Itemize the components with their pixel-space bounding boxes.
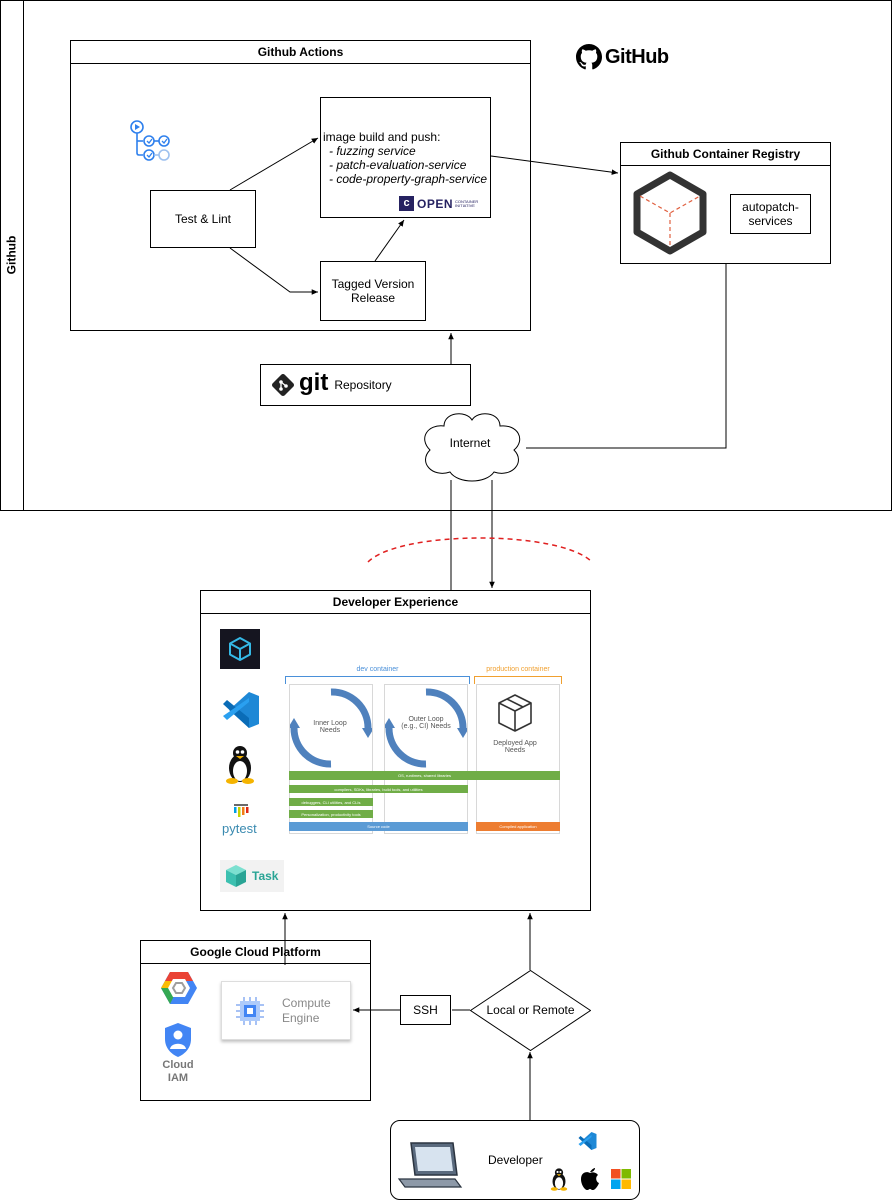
production-container-label: production container xyxy=(486,666,550,673)
deployed-app-label: Deployed App Needs xyxy=(493,740,537,754)
oci-logo-text: OPEN xyxy=(417,196,454,211)
developer-windows-icon xyxy=(611,1169,631,1189)
linux-tux-icon xyxy=(226,746,254,784)
bar-compiled-app-label: Compiled application xyxy=(499,824,537,829)
production-container-bracket xyxy=(474,676,562,684)
task-icon: Task xyxy=(220,860,284,892)
deployed-app-box-icon xyxy=(498,694,532,732)
internet-cloud-shape xyxy=(424,413,521,482)
cloud-iam-label: Cloud IAM xyxy=(162,1059,194,1084)
outer-loop-cycle-icon xyxy=(385,688,467,768)
compute-engine-label: Compute Engine xyxy=(282,996,331,1025)
tagged-release-node[interactable]: Tagged Version Release xyxy=(320,261,426,321)
cloud-iam-shield-icon xyxy=(165,1023,191,1057)
github-swimlane-label-rot: Github xyxy=(3,0,21,511)
image-build-service-1: - fuzzing service xyxy=(329,144,416,158)
dashed-red-arc xyxy=(367,537,593,563)
local-or-remote-diamond[interactable] xyxy=(470,970,591,1051)
developer-experience-group: Developer Experience xyxy=(200,590,591,911)
gcp-title: Google Cloud Platform xyxy=(141,941,370,964)
repository-label: Repository xyxy=(334,378,392,392)
outer-loop-panel xyxy=(384,684,468,834)
ssh-node[interactable]: SSH xyxy=(400,995,451,1025)
git-wordmark: git xyxy=(299,369,329,396)
github-actions-workflow-icon xyxy=(130,120,170,161)
inner-loop-cycle-icon xyxy=(290,688,372,768)
tagged-release-label: Tagged Version Release xyxy=(331,277,415,305)
developer-label: Developer xyxy=(488,1153,543,1167)
local-or-remote-label: Local or Remote xyxy=(486,1003,575,1017)
ssh-label: SSH xyxy=(413,1003,438,1017)
bar-compilers-label: compilers, SDKs, libraries, build tools,… xyxy=(334,786,423,792)
developer-linux-icon xyxy=(550,1168,568,1191)
github-octocat-icon xyxy=(576,44,602,70)
developer-apple-icon xyxy=(581,1168,599,1190)
outer-loop-label: Outer Loop (e.g., CI) Needs xyxy=(401,716,451,730)
github-swimlane-header xyxy=(0,0,24,511)
image-build-service-3: - code-property-graph-service xyxy=(329,172,488,186)
container-registry-title: Github Container Registry xyxy=(621,143,830,166)
bar-source-code-label: Source code xyxy=(367,824,390,829)
deployed-app-panel xyxy=(476,684,560,834)
github-logo-text: GitHub xyxy=(605,45,669,68)
bar-source-code xyxy=(289,822,468,831)
git-diamond-icon xyxy=(272,374,294,396)
inner-loop-label: Inner Loop Needs xyxy=(313,720,347,734)
github-actions-title: Github Actions xyxy=(71,41,530,64)
pytest-bars-icon xyxy=(234,804,249,817)
internet-label: Internet xyxy=(449,436,491,450)
devcontainer-label: dev container xyxy=(356,666,399,673)
bar-compiled-app xyxy=(476,822,560,831)
image-build-service-2: - patch-evaluation-service xyxy=(329,158,467,172)
test-lint-label: Test & Lint xyxy=(174,212,232,226)
bar-os-runtimes xyxy=(289,771,560,780)
oci-logo: c OPEN CONTAINER INITIATIVE xyxy=(399,196,481,211)
image-build-heading: image build and push: xyxy=(323,130,441,144)
compute-engine-card[interactable]: Compute Engine xyxy=(221,981,351,1040)
vscode-icon xyxy=(223,692,259,728)
git-repository-node[interactable]: git Repository xyxy=(260,364,471,406)
devcontainer-bracket xyxy=(285,676,470,684)
inner-loop-panel xyxy=(289,684,373,834)
task-label: Task xyxy=(252,869,279,883)
laptop-icon xyxy=(397,1142,463,1188)
bar-debuggers-label: debuggers, CLI utilities, and CLIs xyxy=(301,799,361,805)
devpod-icon xyxy=(220,629,260,669)
autopatch-services-node[interactable]: autopatch-services xyxy=(730,194,811,234)
gcp-hexagon-icon xyxy=(161,972,197,1004)
developer-vscode-icon xyxy=(578,1132,597,1150)
pytest-label: pytest xyxy=(222,821,257,836)
oci-mark-icon: c xyxy=(399,196,414,211)
developer-node[interactable]: Developer xyxy=(390,1120,640,1200)
bar-debuggers xyxy=(289,798,373,806)
github-logo: GitHub xyxy=(576,43,676,71)
bar-personalization xyxy=(289,810,373,818)
bar-os-runtimes-label: OS, runtimes, shared libraries xyxy=(398,773,451,778)
pytest-icon: pytest xyxy=(222,804,262,838)
bar-compilers xyxy=(289,785,468,793)
github-swimlane-label-text: Github xyxy=(4,235,19,275)
image-build-node[interactable]: image build and push: - fuzzing service … xyxy=(320,97,491,218)
developer-experience-title: Developer Experience xyxy=(201,591,590,614)
compute-engine-chip-icon xyxy=(236,997,264,1025)
devpod-cube-icon xyxy=(229,637,251,661)
bar-personalization-label: Personalization, productivity tools xyxy=(301,811,361,817)
test-lint-node[interactable]: Test & Lint xyxy=(150,190,256,248)
task-cube-icon xyxy=(226,865,246,887)
oci-logo-sub: CONTAINER INITIATIVE xyxy=(455,198,479,208)
autopatch-services-label: autopatch-services xyxy=(742,200,799,228)
container-cube-icon xyxy=(633,171,707,255)
